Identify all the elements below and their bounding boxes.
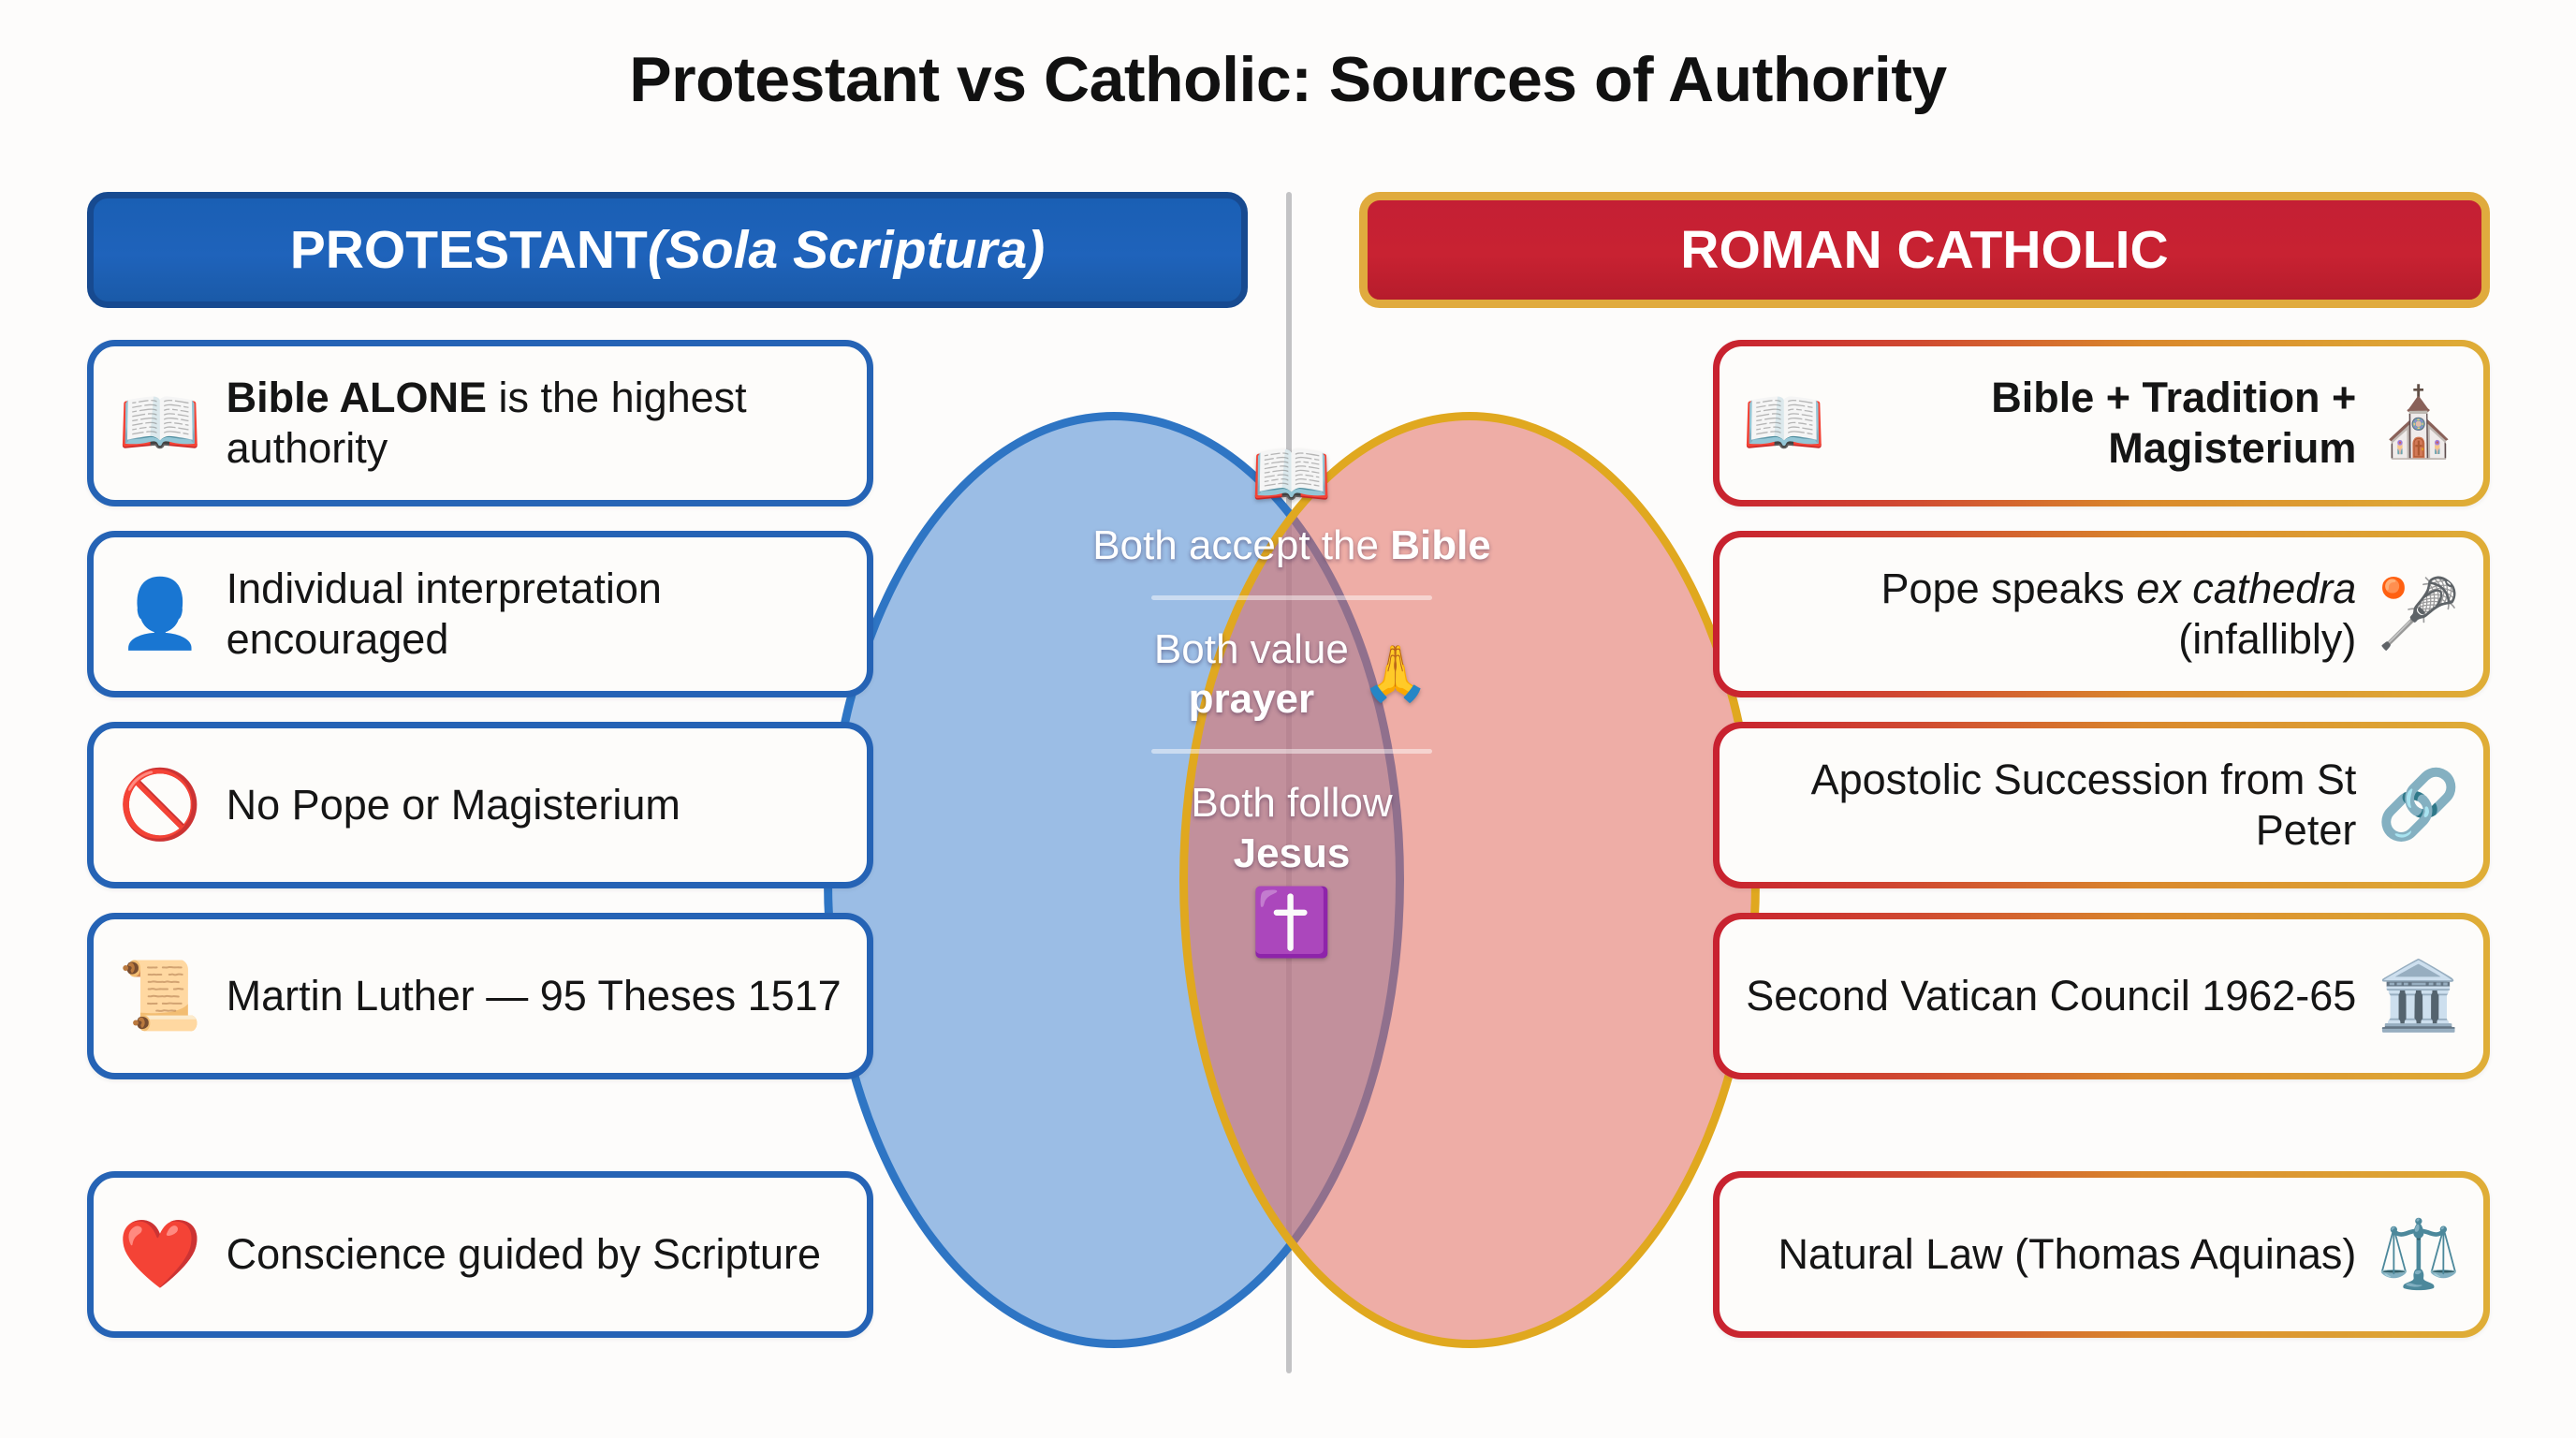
list-item-label: Conscience guided by Scripture [227, 1229, 821, 1280]
church-icon: ⛪ [2377, 386, 2461, 461]
card-border: Apostolic Succession from St Peter 🔗 [1713, 722, 2490, 888]
list-item-label: Pope speaks ex cathedra (infallibly) [1742, 564, 2357, 665]
venn-item-bible-pre: Both accept the [1092, 522, 1391, 568]
list-item[interactable]: 🚫 No Pope or Magisterium [87, 722, 873, 888]
banner-protestant-label: PROTESTANT [289, 220, 648, 280]
list-item-label: Apostolic Succession from St Peter [1742, 755, 2357, 856]
open-book-icon: 📖 [118, 386, 202, 461]
open-book-icon: 📖 [1251, 438, 1333, 511]
venn-circle-catholic [1179, 412, 1760, 1348]
list-item-rest: is the highest authority [226, 374, 747, 472]
list-item-label: Bible ALONE is the highest authority [227, 373, 842, 474]
list-item-rest: (infallibly) [2178, 615, 2357, 663]
venn-item-bible: Both accept the Bible [1092, 521, 1491, 571]
chain-link-succession-icon: 🔗 [2377, 768, 2461, 843]
list-item-italic: ex cathedra [2136, 565, 2357, 612]
pope-bishop-icon: 🥍 [2377, 577, 2461, 652]
venn-divider-1 [1151, 594, 1432, 600]
list-item-rest: Martin Luther — 95 Theses 1517 [226, 972, 842, 1020]
banner-roman-catholic-label: ROMAN CATHOLIC [1680, 220, 2169, 280]
list-item-pre: Pope speaks [1881, 565, 2137, 612]
open-book-icon: 📖 [1742, 386, 1826, 461]
banner-protestant: PROTESTANT (Sola Scriptura) [87, 192, 1248, 308]
list-item[interactable]: Pope speaks ex cathedra (infallibly) 🥍 [1713, 531, 2490, 697]
list-item-pre: Apostolic Succession from St Peter [1810, 756, 2357, 854]
person-reading-question-icon: 👤 [118, 577, 202, 652]
scales-natural-law-icon: ⚖️ [2377, 1217, 2461, 1292]
venn-diagram: 📖 Both accept the Bible Both value praye… [824, 412, 1760, 1348]
scroll-95-theses-icon: 📜 [118, 959, 202, 1034]
list-item-rest: No Pope or Magisterium [226, 781, 681, 829]
venn-item-prayer-bold: prayer [1188, 676, 1315, 723]
list-item-label: Second Vatican Council 1962-65 [1746, 971, 2356, 1021]
council-assembly-icon: 🏛️ [2377, 959, 2461, 1034]
list-item-label: Individual interpretation encouraged [227, 564, 842, 665]
list-item[interactable]: Natural Law (Thomas Aquinas) ⚖️ [1713, 1171, 2490, 1338]
venn-overlap-content: 📖 Both accept the Bible Both value praye… [1072, 412, 1512, 1348]
praying-hands-icon: 🙏 [1361, 643, 1430, 705]
list-item-label: No Pope or Magisterium [227, 780, 681, 830]
list-item[interactable]: 📖 Bible ALONE is the highest authority [87, 340, 873, 506]
list-item-pre: Natural Law (Thomas Aquinas) [1778, 1230, 2357, 1278]
venn-divider-2 [1151, 749, 1432, 755]
card-border: Second Vatican Council 1962-65 🏛️ [1713, 913, 2490, 1079]
list-item[interactable]: Apostolic Succession from St Peter 🔗 [1713, 722, 2490, 888]
venn-item-bible-bold: Bible [1390, 522, 1491, 568]
venn-item-jesus-pre: Both follow [1191, 780, 1393, 827]
list-item-bold: Bible + Tradition + Magisterium [1991, 374, 2357, 472]
venn-item-jesus-bold: Jesus [1233, 829, 1351, 876]
list-item-label: Bible + Tradition + Magisterium [1847, 373, 2357, 474]
list-item[interactable]: ❤️ Conscience guided by Scripture [87, 1171, 873, 1338]
page-title: Protestant vs Catholic: Sources of Autho… [629, 44, 1947, 115]
list-item-rest: Conscience guided by Scripture [226, 1230, 822, 1278]
list-item-rest: Individual interpretation encouraged [226, 565, 662, 663]
no-pope-prohibited-icon: 🚫 [118, 768, 202, 843]
card-border: Natural Law (Thomas Aquinas) ⚖️ [1713, 1171, 2490, 1338]
list-item[interactable]: 👤 Individual interpretation encouraged [87, 531, 873, 697]
list-item-label: Martin Luther — 95 Theses 1517 [227, 971, 842, 1021]
cross-and-fish-icon: ✝️ [1251, 886, 1333, 960]
venn-item-prayer-row: Both value prayer 🙏 [1154, 624, 1429, 725]
glowing-heart-icon: ❤️ [118, 1217, 202, 1292]
venn-item-jesus: Both follow Jesus [1191, 778, 1392, 878]
venn-item-prayer: Both value prayer [1154, 624, 1349, 725]
banner-protestant-italic: (Sola Scriptura) [647, 220, 1046, 280]
banner-roman-catholic: ROMAN CATHOLIC [1359, 192, 2490, 308]
list-item-pre: Second Vatican Council 1962-65 [1746, 972, 2357, 1020]
list-item[interactable]: 📜 Martin Luther — 95 Theses 1517 [87, 913, 873, 1079]
venn-item-prayer-pre: Both value [1153, 625, 1349, 672]
card-border: Pope speaks ex cathedra (infallibly) 🥍 [1713, 531, 2490, 697]
list-item[interactable]: Second Vatican Council 1962-65 🏛️ [1713, 913, 2490, 1079]
list-item[interactable]: 📖 Bible + Tradition + Magisterium ⛪ [1713, 340, 2490, 506]
card-border: 📖 Bible + Tradition + Magisterium ⛪ [1713, 340, 2490, 506]
list-item-label: Natural Law (Thomas Aquinas) [1778, 1229, 2357, 1280]
list-item-bold: Bible ALONE [226, 374, 488, 421]
